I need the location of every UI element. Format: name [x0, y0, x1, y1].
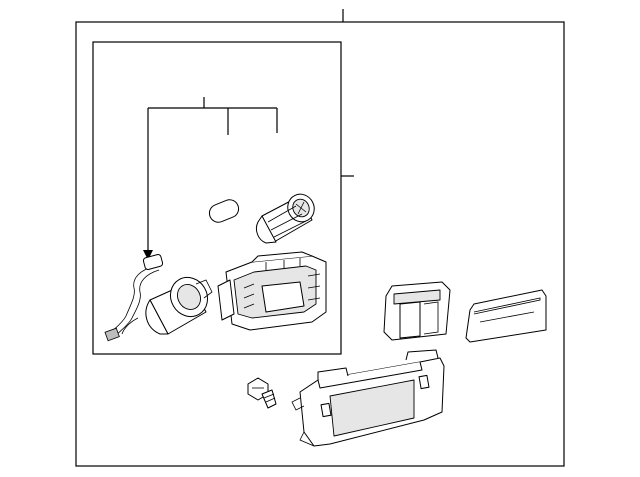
lighter-element-part: [255, 193, 315, 244]
trim-plate-part: [465, 289, 547, 343]
outer-frame: [75, 21, 565, 467]
bezel-panel-part: [291, 349, 445, 447]
bulb-part: [208, 199, 240, 223]
socket-and-wire-part: [104, 254, 213, 342]
screw-part: [247, 377, 277, 409]
callout-bracket: [143, 97, 278, 260]
inner-frame: [92, 41, 342, 355]
upper-switch-part: [383, 281, 451, 341]
switch-housing-part: [217, 251, 327, 331]
arrow-head: [143, 250, 153, 260]
